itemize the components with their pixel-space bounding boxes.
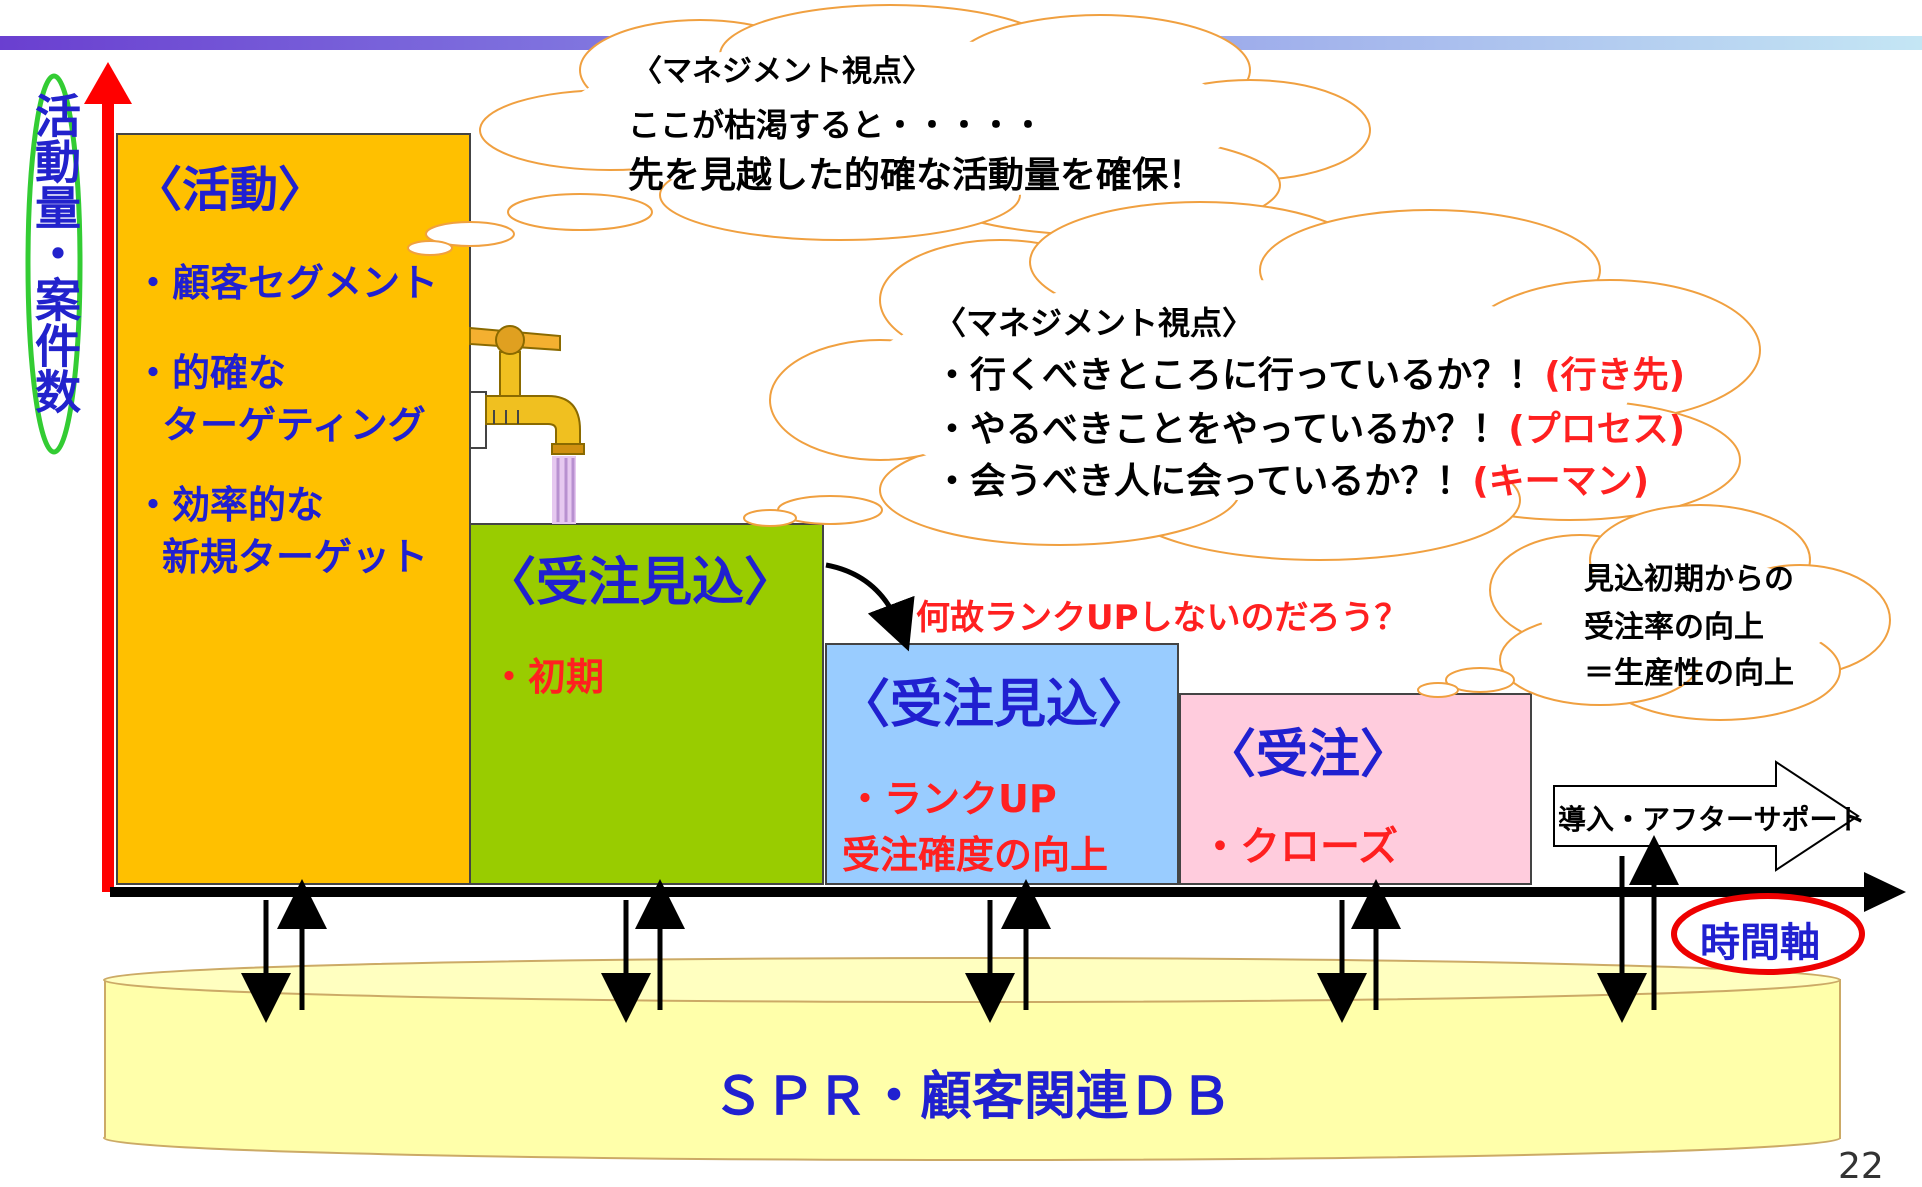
db-sync-arrows (241, 835, 1679, 1023)
cloud-middle-line-2: ・やるべきことをやっているか？！(プロセス) (934, 400, 1685, 452)
stage-prospect-rankup-title: 〈受注見込〉 (838, 675, 1151, 735)
x-axis-arrow (110, 872, 1906, 912)
cloud-middle-line-2-tag: (プロセス) (1508, 409, 1686, 450)
cloud-middle-line-1: ・行くべきところに行っているか？！(行き先) (934, 346, 1685, 398)
cloud-middle-line-1-text: ・行くべきところに行っているか？！ (934, 355, 1545, 396)
after-support-label: 導入・アフターサポート (1558, 803, 1866, 836)
cloud-top-line-1: 〈マネジメント視点〉 (632, 54, 932, 89)
cloud-right-line-3: ＝生産性の向上 (1584, 656, 1794, 691)
y-axis-highlight (25, 73, 83, 455)
stage-prospect-initial-bullet: ・初期 (490, 655, 605, 699)
cloud-middle-line-3: ・会うべき人に会っているか？！(キーマン) (934, 452, 1649, 504)
stage-activity-bullet-3b: 新規ターゲット (162, 535, 429, 579)
cloud-middle-line-1-tag: (行き先) (1544, 355, 1686, 396)
cloud-middle-line-2-text: ・やるべきことをやっているか？！ (934, 409, 1509, 450)
stage-box-activity (116, 133, 471, 885)
cloud-top-line-2: ここが枯渇すると・・・・・ (628, 106, 1045, 144)
thought-cloud-top (407, 4, 1371, 256)
database-label: ＳＰＲ・顧客関連ＤＢ (712, 1067, 1233, 1127)
stage-activity-bullet-3: ・効率的な (134, 483, 325, 527)
stage-activity-title: 〈活動〉 (134, 162, 327, 218)
rankup-question: 何故ランクUPしないのだろう？ (916, 598, 1409, 638)
stage-order-title: 〈受注〉 (1204, 725, 1413, 785)
stage-prospect-rankup-bullet-1: ・ランクUP (846, 777, 1057, 821)
cloud-right-line-2: 受注率の向上 (1584, 610, 1764, 645)
stage-order-bullet: ・クローズ (1200, 824, 1398, 870)
stage-prospect-rankup-bullet-2: 受注確度の向上 (842, 833, 1109, 877)
cloud-right-line-1: 見込初期からの (1584, 562, 1794, 597)
stage-box-order (1179, 693, 1532, 885)
time-axis-highlight (1671, 893, 1865, 975)
thought-cloud-middle (743, 201, 1761, 561)
curved-arrow (825, 562, 915, 652)
stage-activity-bullet-2b: ターゲティング (162, 403, 426, 447)
cloud-middle-heading: 〈マネジメント視点〉 (934, 304, 1255, 342)
thought-cloud-right (1417, 504, 1891, 721)
stage-activity-bullet-2: ・的確な (134, 351, 287, 395)
cloud-middle-line-3-tag: (キーマン) (1472, 461, 1650, 502)
stage-activity-bullet-1: ・顧客セグメント (134, 261, 439, 305)
faucet-icon (469, 325, 585, 524)
y-axis-label: 活動量・案件数 (28, 92, 82, 414)
x-axis-label: 時間軸 (1700, 920, 1820, 966)
cloud-top-line-3: 先を見越した的確な活動量を確保！ (628, 155, 1205, 196)
stage-prospect-initial-title: 〈受注見込〉 (484, 553, 797, 613)
y-axis-arrow (84, 62, 132, 892)
cloud-middle-line-3-text: ・会うべき人に会っているか？！ (934, 461, 1473, 502)
